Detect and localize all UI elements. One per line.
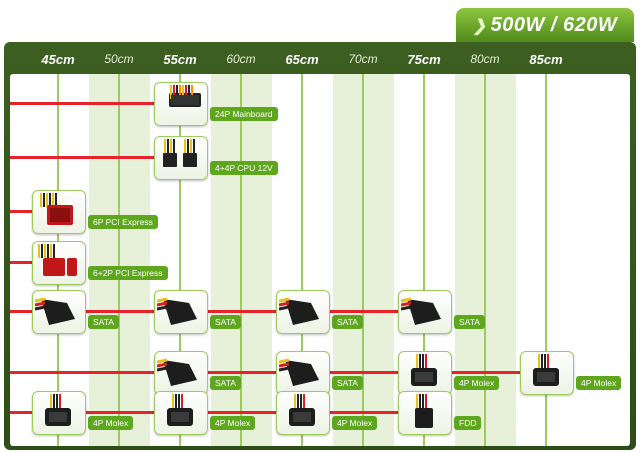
connector-molex-icon [154,391,208,435]
connector-label: 6P PCI Express [88,215,158,229]
cable-line [10,310,424,313]
length-header: 45cm [41,52,75,67]
wattage-title: 500W / 620W [490,14,618,36]
length-gridline [118,74,120,446]
connector-label: SATA [454,315,485,329]
length-header: 60cm [226,52,256,66]
length-gridline [179,74,181,446]
connector-molex-icon [398,351,452,395]
length-gridline [545,74,547,446]
length-header: 55cm [163,52,197,67]
connector-pcie6-icon [32,190,86,234]
connector-label: SATA [210,376,241,390]
connector-sata-icon [154,351,208,395]
connector-sata-icon [154,290,208,334]
cable-line [10,102,180,105]
length-header: 85cm [529,52,563,67]
connector-label: 6+2P PCI Express [88,266,168,280]
connector-label: 4P Molex [332,416,378,430]
connector-label: FDD [454,416,482,430]
connector-molex-icon [32,391,86,435]
connector-label: SATA [210,315,241,329]
connector-label: 24P Mainboard [210,107,278,121]
connector-label: 4P Molex [210,416,256,430]
chevron-right-icon: ❯ [472,18,487,35]
connector-label: 4P Molex [454,376,500,390]
wattage-banner: ❯500W / 620W [456,8,634,42]
length-header: 80cm [470,52,500,66]
length-header: 65cm [285,52,319,67]
connector-sata-icon [276,351,330,395]
length-gridline [423,74,425,446]
connector-sata-icon [398,290,452,334]
length-gridline [484,74,486,446]
connector-sata-icon [276,290,330,334]
connector-sata-icon [32,290,86,334]
connector-molex-icon [520,351,574,395]
length-header: 50cm [104,52,134,66]
connector-label: SATA [88,315,119,329]
connector-fdd-icon [398,391,452,435]
connector-label: SATA [332,315,363,329]
connector-label: 4P Molex [88,416,134,430]
cable-grid [10,74,630,446]
cable-line [10,411,424,414]
length-gridline [362,74,364,446]
length-header: 75cm [407,52,441,67]
cable-line [10,156,180,159]
length-header: 70cm [348,52,378,66]
connector-label: 4P Molex [576,376,622,390]
connector-label: 4+4P CPU 12V [210,161,278,175]
connector-molex-icon [276,391,330,435]
connector-atx24-icon [154,82,208,126]
connector-label: SATA [332,376,363,390]
length-gridline [301,74,303,446]
connector-cpu8-icon [154,136,208,180]
length-gridline [240,74,242,446]
connector-pcie8-icon [32,241,86,285]
